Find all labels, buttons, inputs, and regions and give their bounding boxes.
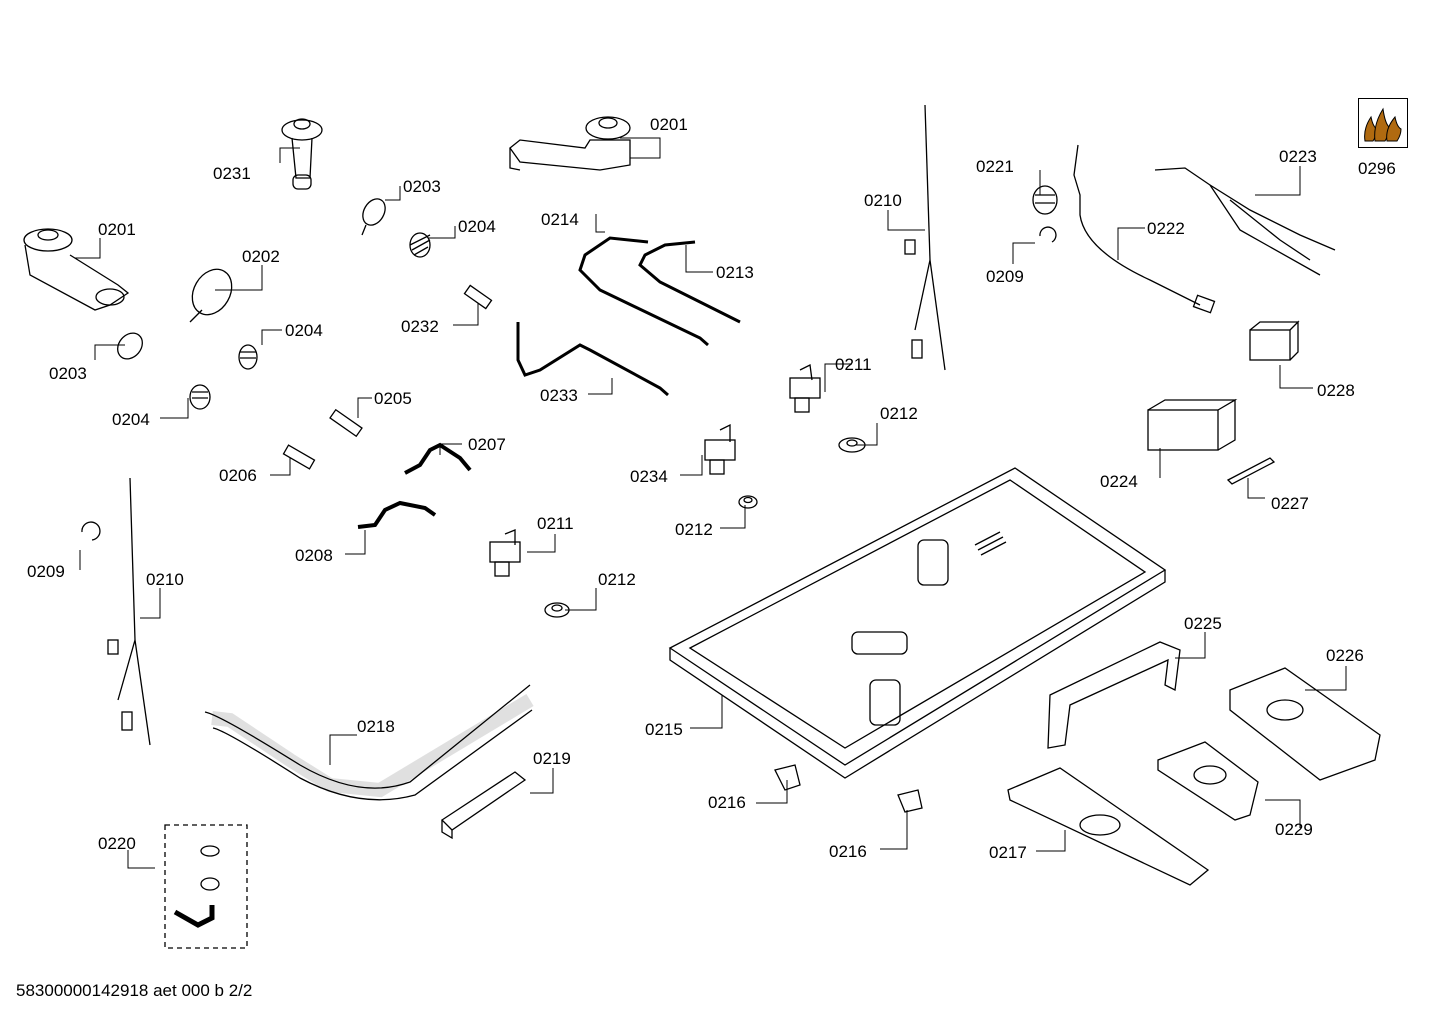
pipe-0233	[516, 322, 669, 397]
burner-small	[281, 118, 323, 190]
thermocouple-right	[904, 104, 946, 371]
part-label-0210: 0210	[864, 191, 902, 210]
part-label-0211: 0211	[835, 355, 872, 374]
clip-0209b	[1039, 226, 1057, 243]
clip-0216a	[774, 764, 801, 791]
flame-symbol-icon	[1358, 98, 1408, 148]
document-reference: 58300000142918 aet 000 b 2/2	[16, 981, 253, 1000]
part-label-0231: 0231	[213, 164, 251, 183]
part-label-0218: 0218	[357, 717, 395, 736]
spreader-0202	[189, 268, 233, 323]
part-label-0207: 0207	[468, 435, 506, 454]
thermocouple-left	[107, 477, 151, 746]
part-label-0215: 0215	[645, 720, 683, 739]
tray-0215	[668, 467, 1167, 779]
plate-0226	[1229, 667, 1381, 781]
valve-0211b	[489, 529, 521, 577]
plate-0217	[1007, 767, 1210, 886]
harness-0223	[1154, 167, 1336, 276]
injector-0205	[329, 408, 363, 438]
pipe-0218	[211, 693, 534, 798]
part-label-0234: 0234	[630, 467, 668, 486]
part-label-0212: 0212	[675, 520, 713, 539]
plate-0229	[1157, 741, 1259, 821]
spring-0204b	[238, 344, 258, 370]
clip-0216b	[897, 789, 923, 813]
electrode-0222	[1073, 144, 1216, 314]
part-label-0204: 0204	[458, 217, 496, 236]
part-label-0220: 0220	[98, 834, 136, 853]
bezel-0212a	[838, 437, 866, 453]
part-label-0224: 0224	[1100, 472, 1138, 491]
components	[23, 104, 1381, 949]
part-label-0223: 0223	[1279, 147, 1317, 166]
part-label-0201: 0201	[98, 220, 136, 239]
part-label-0226: 0226	[1326, 646, 1364, 665]
sleeve-0221	[1032, 185, 1058, 215]
valve-0211a	[789, 364, 821, 413]
part-label-0204: 0204	[285, 321, 323, 340]
spring-0204c	[189, 384, 211, 410]
spreader-0203a	[361, 198, 386, 236]
part-label-0296: 0296	[1358, 159, 1396, 178]
injector-0206	[282, 444, 316, 470]
injector-0232	[463, 284, 493, 310]
part-label-0214: 0214	[541, 210, 579, 229]
part-label-0227: 0227	[1271, 494, 1309, 513]
rail-0219	[440, 771, 527, 840]
spreader-0203b	[117, 332, 143, 360]
part-label-0202: 0202	[242, 247, 280, 266]
part-label-0209: 0209	[27, 562, 65, 581]
part-label-0210: 0210	[146, 570, 184, 589]
part-label-0205: 0205	[374, 389, 412, 408]
part-label-0225: 0225	[1184, 614, 1222, 633]
part-label-0233: 0233	[540, 386, 578, 405]
spark-module-0228	[1249, 320, 1300, 361]
spring-0204a	[409, 232, 431, 258]
kit-0220	[164, 824, 248, 949]
pipe-0207	[404, 442, 472, 475]
strip-0227	[1226, 457, 1276, 485]
part-label-0212: 0212	[880, 404, 918, 423]
part-label-0228: 0228	[1317, 381, 1355, 400]
part-label-0211: 0211	[537, 514, 574, 533]
bracket-0225	[1047, 641, 1181, 749]
part-label-0208: 0208	[295, 546, 333, 565]
part-label-0217: 0217	[989, 843, 1027, 862]
control-module-0224	[1147, 398, 1238, 451]
part-label-0219: 0219	[533, 749, 571, 768]
part-label-0206: 0206	[219, 466, 257, 485]
part-label-0212: 0212	[598, 570, 636, 589]
part-label-0216: 0216	[829, 842, 867, 861]
part-label-0201: 0201	[650, 115, 688, 134]
burner-arm-top	[509, 116, 631, 171]
bezel-0212c	[544, 602, 570, 618]
pipe-0208	[357, 500, 437, 529]
pipe-0213	[638, 240, 741, 324]
part-label-0216: 0216	[708, 793, 746, 812]
bezel-0212b	[738, 495, 758, 509]
part-label-0204: 0204	[112, 410, 150, 429]
part-label-0222: 0222	[1147, 219, 1185, 238]
part-label-0221: 0221	[976, 157, 1014, 176]
part-label-0203: 0203	[403, 177, 441, 196]
part-label-0213: 0213	[716, 263, 754, 282]
part-label-0203: 0203	[49, 364, 87, 383]
pipe-0214	[578, 236, 709, 347]
pipe-0218-outline	[204, 684, 533, 801]
part-label-0229: 0229	[1275, 820, 1313, 839]
burner-arm-left	[23, 228, 130, 311]
part-label-0209: 0209	[986, 267, 1024, 286]
valve-0234	[704, 423, 736, 475]
part-label-0232: 0232	[401, 317, 439, 336]
clip-0209a	[81, 521, 101, 541]
